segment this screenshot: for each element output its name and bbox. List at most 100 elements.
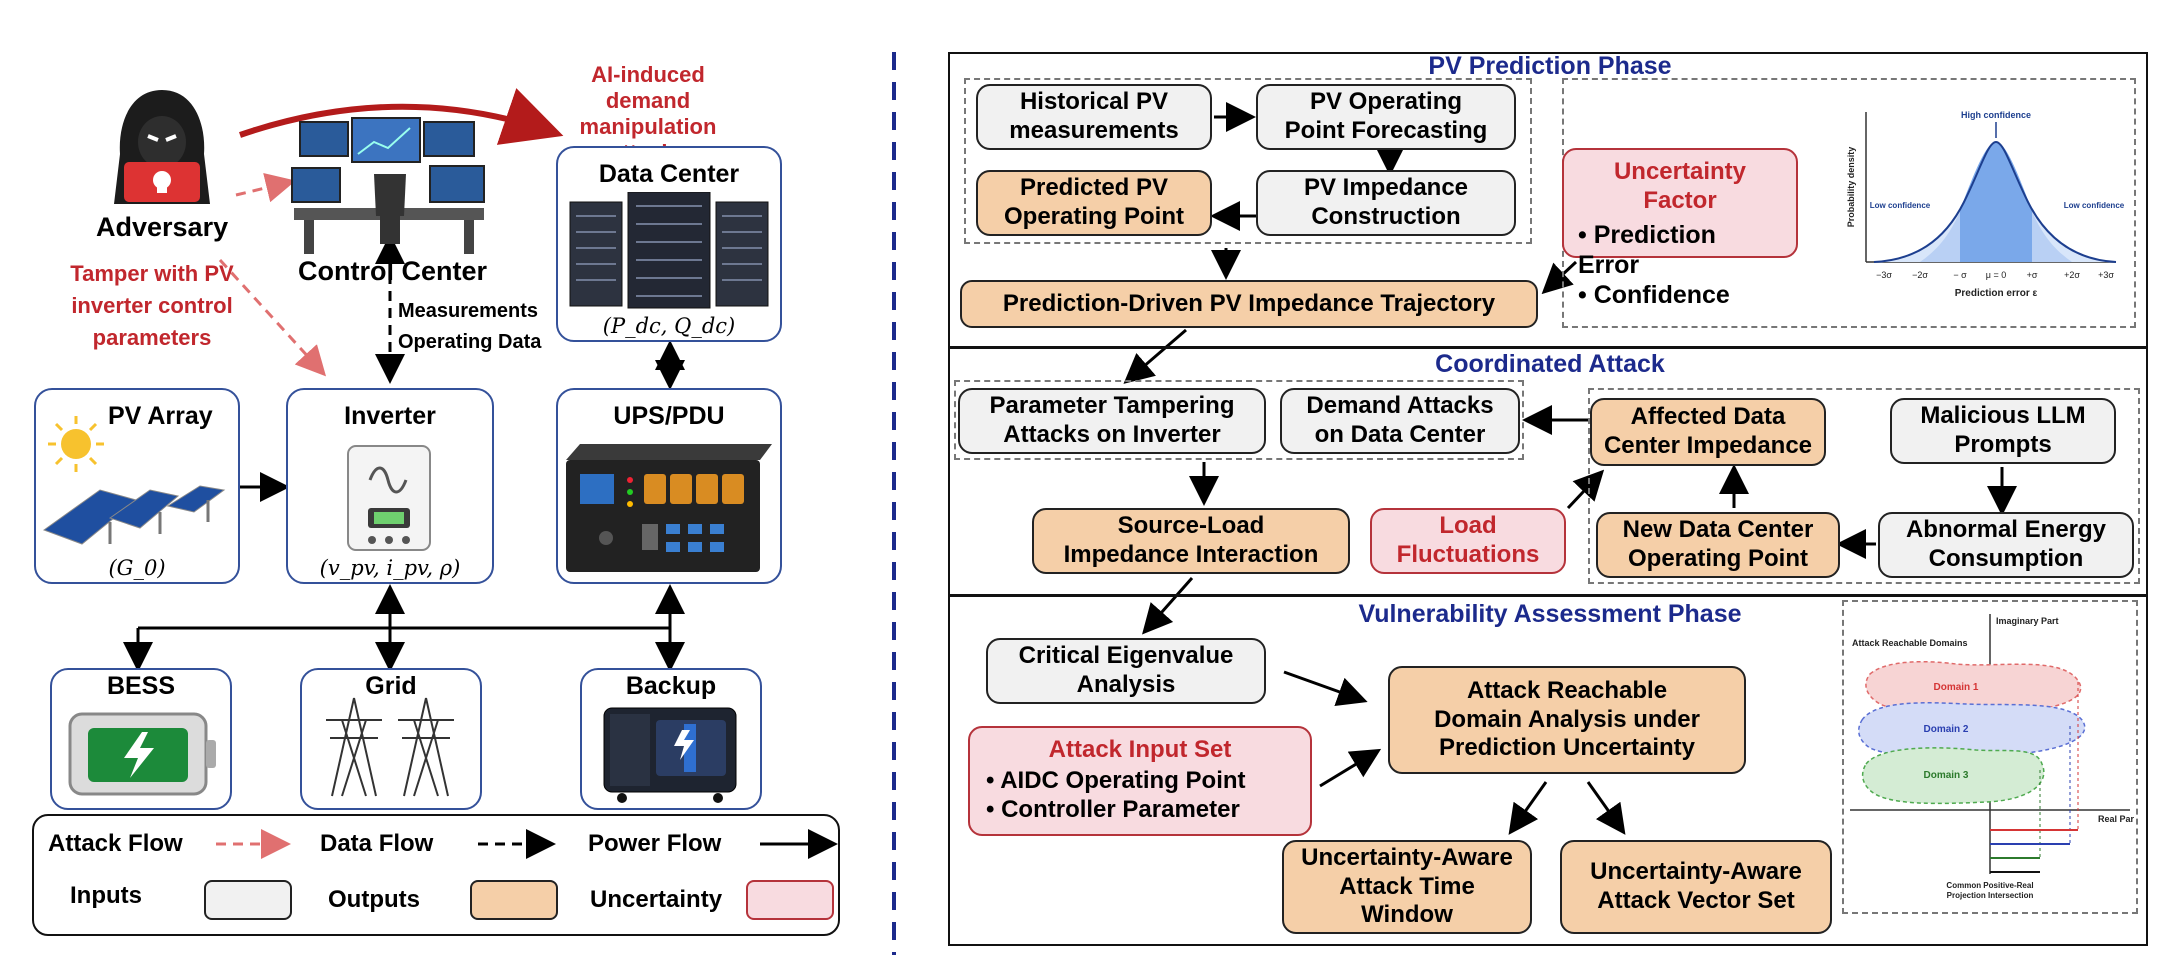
legend-uncertainty-swatch xyxy=(746,880,834,920)
pv-array-box xyxy=(34,388,240,584)
affected-line1: Affected Data xyxy=(1630,403,1786,431)
phase2-attack-dashed xyxy=(954,380,1524,460)
uncertainty-item-1-text: Prediction Error xyxy=(1578,220,1716,279)
inverter-vars: (v_pv, i_pv, ρ) xyxy=(319,556,461,580)
arrow-reachable-time xyxy=(1508,781,1548,835)
plot-imag-label: Imaginary Part xyxy=(1996,616,2059,626)
curve-low-right-label: Low confidence xyxy=(2064,201,2125,210)
curve-high-label: High confidence xyxy=(1961,110,2031,120)
grid-title: Grid xyxy=(365,672,417,700)
uncertainty-factor-box: Uncertainty Factor • Prediction Error • … xyxy=(1562,148,1798,309)
reachable-line2: Domain Analysis under xyxy=(1434,705,1700,733)
newdc-line2: Operating Point xyxy=(1627,545,1808,572)
legend-box xyxy=(32,814,840,936)
demand-line2: on Data Center xyxy=(1314,421,1486,448)
legend-power-flow: Power Flow xyxy=(588,830,722,857)
ai-attack-arrow xyxy=(239,88,564,145)
curve-tick-1: −2σ xyxy=(1912,270,1928,280)
generator-icon xyxy=(603,707,737,803)
uncertainty-item-2: • Confidence xyxy=(1578,280,1730,309)
reachable-line1: Attack Reachable xyxy=(1466,676,1668,704)
malicious-line2: Prompts xyxy=(1954,431,2052,458)
malicious-line1: Malicious LLM xyxy=(1920,402,2086,430)
bess-title: BESS xyxy=(106,672,176,700)
attack-note: AI-induced demand manipulation attacks xyxy=(548,62,748,166)
uncertainty-item-2-text: Confidence xyxy=(1593,280,1730,309)
reachable-line3: Prediction Uncertainty xyxy=(1438,734,1696,762)
adversary-to-control-arrow xyxy=(235,173,296,203)
arrow-uncertainty-trajectory xyxy=(1541,260,1578,295)
abnormal-line1: Abnormal Energy xyxy=(1905,516,2107,544)
curve-low-left-label: Low confidence xyxy=(1870,201,1931,210)
timewindow-line1: Uncertainty-Aware xyxy=(1301,843,1513,871)
vectorset-line1: Uncertainty-Aware xyxy=(1590,858,1802,886)
arrow-sourceload-eigen xyxy=(1142,577,1194,635)
sourceload-line2: Impedance Interaction xyxy=(1063,541,1319,568)
ups-device-icon xyxy=(566,444,772,572)
confidence-curve-plot: High confidence Low confidence Low confi… xyxy=(1844,102,2126,306)
legend-data-flow: Data Flow xyxy=(320,830,434,857)
predicted-line2: Operating Point xyxy=(1004,203,1184,230)
attack-note-line1: AI-induced demand xyxy=(591,62,705,113)
construction-line1: PV Impedance xyxy=(1303,174,1469,202)
tamper-note: Tamper with PV inverter control paramete… xyxy=(52,258,252,354)
plot-note-2: Projection Intersection xyxy=(1947,891,2034,900)
phase3-title: Vulnerability Assessment Phase xyxy=(1358,600,1742,628)
curve-tick-2: − σ xyxy=(1953,270,1967,280)
solar-panel-icon xyxy=(42,416,226,545)
phase2-title: Coordinated Attack xyxy=(1435,350,1665,378)
measurements-line1: Measurements xyxy=(398,300,539,322)
arrow-input-reachable xyxy=(1319,748,1382,788)
arrow-trajectory-tamper xyxy=(1123,328,1187,384)
curve-ylabel: Probability density xyxy=(1846,147,1856,228)
arrow-eigen-reachable xyxy=(1283,670,1368,707)
pv-array-title: PV Array xyxy=(108,402,213,430)
control-center-label: Control Center xyxy=(298,256,487,286)
legend-inputs: Inputs xyxy=(70,882,142,909)
curve-tick-0: −3σ xyxy=(1876,270,1892,280)
tamper-note-line3: parameters xyxy=(92,324,212,350)
sourceload-line1: Source-Load xyxy=(1117,512,1265,540)
affected-line2: Center Impedance xyxy=(1603,432,1813,459)
domain-3-label: Domain 3 xyxy=(1923,770,1968,781)
server-rack-icon xyxy=(569,192,769,309)
eigen-line1: Critical Eigenvalue xyxy=(1018,642,1234,670)
historical-line1: Historical PV xyxy=(1019,88,1169,116)
curve-tick-5: +2σ xyxy=(2064,270,2080,280)
attack-input-title: Attack Input Set xyxy=(1048,736,1232,763)
plot-real-label: Real Part xyxy=(2098,814,2134,824)
forecasting-line2: Point Forecasting xyxy=(1284,117,1488,144)
attack-input-box: Attack Input Set • AIDC Operating Point … xyxy=(968,726,1312,836)
predicted-line1: Predicted PV xyxy=(1019,174,1169,202)
uncertainty-factor-title: Uncertainty Factor xyxy=(1613,158,1747,214)
inverter-title: Inverter xyxy=(344,402,436,430)
phase1-title: PV Prediction Phase xyxy=(1428,52,1672,80)
historical-line2: measurements xyxy=(1009,117,1179,144)
adversary-icon xyxy=(100,84,224,212)
phase2-dc-dashed xyxy=(1588,388,2140,584)
ups-title: UPS/PDU xyxy=(613,402,725,430)
measurements-label: Measurements Operating Data xyxy=(398,296,541,358)
timewindow-line3: Window xyxy=(1361,901,1453,929)
trajectory-box: Prediction-Driven PV Impedance Trajector… xyxy=(960,280,1538,328)
domain-3-shape xyxy=(1861,747,2045,805)
construction-line2: Construction xyxy=(1311,203,1461,230)
phase-divider-1 xyxy=(948,346,2148,349)
domain-1-label: Domain 1 xyxy=(1933,682,1978,693)
curve-tick-4: +σ xyxy=(2027,270,2038,280)
fluct-line1: Load xyxy=(1439,512,1497,540)
legend-inputs-swatch xyxy=(204,880,292,920)
domain-plot: Imaginary Part Real Part Attack Reachabl… xyxy=(1850,614,2134,900)
tamper-box-line2: Attacks on Inverter xyxy=(1003,421,1221,448)
newdc-line1: New Data Center xyxy=(1622,516,1814,544)
measurements-line2: Operating Data xyxy=(398,331,542,353)
